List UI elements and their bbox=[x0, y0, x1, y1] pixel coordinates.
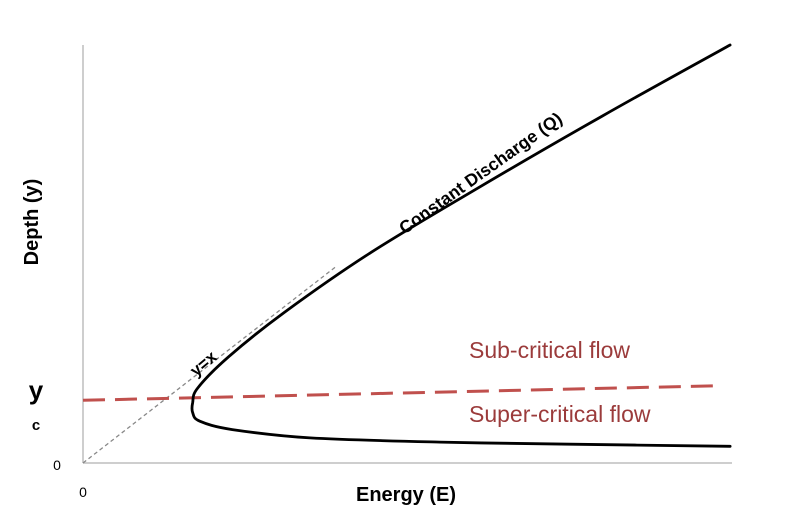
critical-depth-line bbox=[82, 384, 720, 402]
y-tick-label-0: 0 bbox=[53, 457, 61, 473]
super-critical-flow-label: Super-critical flow bbox=[469, 401, 651, 427]
x-tick-label-0: 0 bbox=[79, 484, 87, 500]
y-equals-x-annotation: y=x bbox=[186, 347, 221, 380]
constant-discharge-curve bbox=[190, 43, 732, 448]
x-axis-label: Energy (E) bbox=[356, 484, 456, 506]
y-axis-label: Depth (y) bbox=[21, 179, 43, 266]
y-equals-x-line bbox=[82, 265, 337, 464]
sub-critical-flow-label: Sub-critical flow bbox=[469, 337, 630, 363]
constant-discharge-annotation: Constant Discharge (Q) bbox=[395, 108, 566, 238]
critical-depth-label: y bbox=[29, 375, 44, 405]
critical-depth-subscript: c bbox=[32, 417, 40, 434]
